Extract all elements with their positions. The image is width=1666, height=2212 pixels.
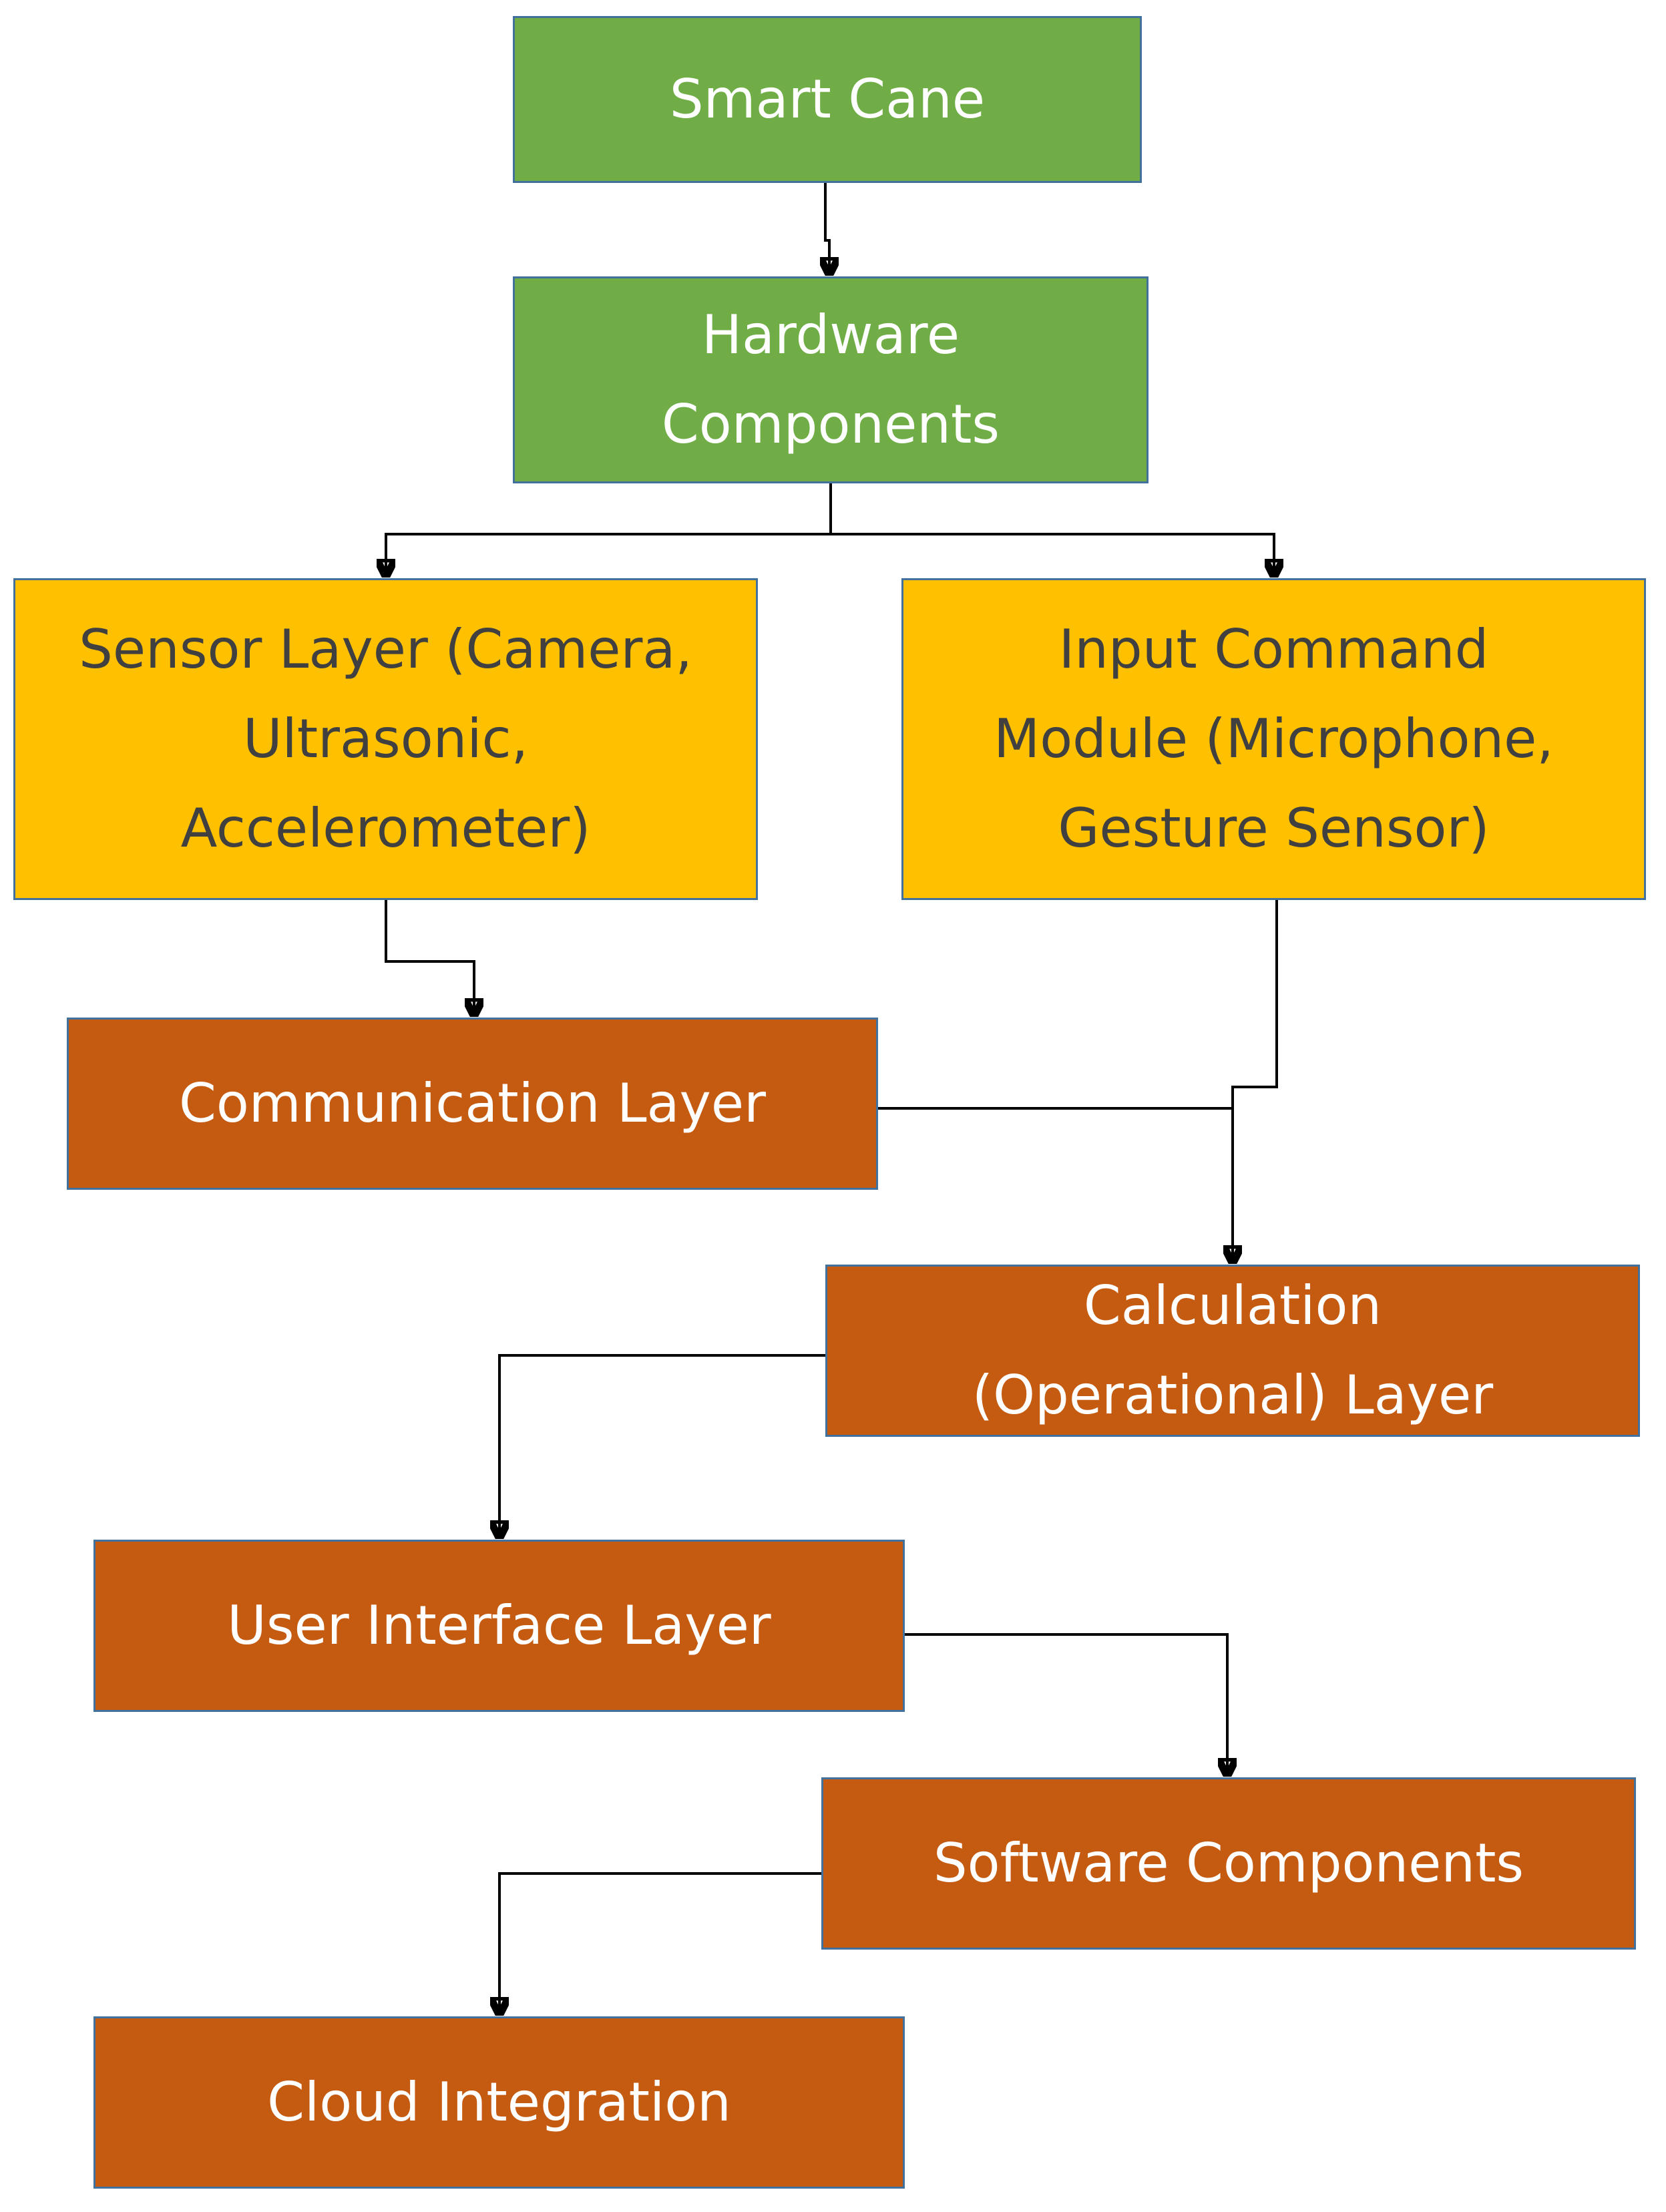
node-sensor-layer-label: Sensor Layer (Camera, Ultrasonic, Accele…	[79, 618, 692, 859]
node-smart-cane: Smart Cane	[513, 16, 1142, 183]
node-hardware-components: Hardware Components	[513, 276, 1149, 483]
node-communication-layer: Communication Layer	[67, 1018, 878, 1190]
edge-hardware-to-input	[831, 533, 1274, 576]
edge-smart-cane-to-hardware	[825, 183, 829, 274]
node-sensor-layer: Sensor Layer (Camera, Ultrasonic, Accele…	[13, 578, 758, 900]
edge-calculation-to-ui	[499, 1354, 825, 1537]
edge-input-to-calculation	[1233, 900, 1278, 1262]
node-user-interface-layer-label: User Interface Layer	[227, 1594, 771, 1656]
node-communication-layer-label: Communication Layer	[178, 1072, 767, 1134]
node-software-components-label: Software Components	[933, 1832, 1524, 1894]
edge-software-to-cloud	[499, 1872, 821, 2014]
node-cloud-integration-label: Cloud Integration	[267, 2071, 731, 2133]
node-user-interface-layer: User Interface Layer	[93, 1540, 905, 1712]
edge-sensor-to-communication	[385, 900, 474, 1015]
node-software-components: Software Components	[821, 1777, 1636, 1950]
node-smart-cane-label: Smart Cane	[669, 68, 986, 130]
edge-communication-to-calculation	[878, 1107, 1233, 1262]
node-calculation-layer-label: Calculation (Operational) Layer	[972, 1275, 1494, 1426]
edge-ui-to-software	[905, 1633, 1227, 1775]
node-hardware-components-label: Hardware Components	[661, 304, 1000, 455]
node-input-command-module: Input Command Module (Microphone, Gestur…	[901, 578, 1646, 900]
node-calculation-layer: Calculation (Operational) Layer	[825, 1265, 1640, 1437]
node-cloud-integration: Cloud Integration	[93, 2016, 905, 2189]
edge-hardware-to-sensor	[386, 533, 831, 576]
node-input-command-module-label: Input Command Module (Microphone, Gestur…	[994, 618, 1554, 859]
